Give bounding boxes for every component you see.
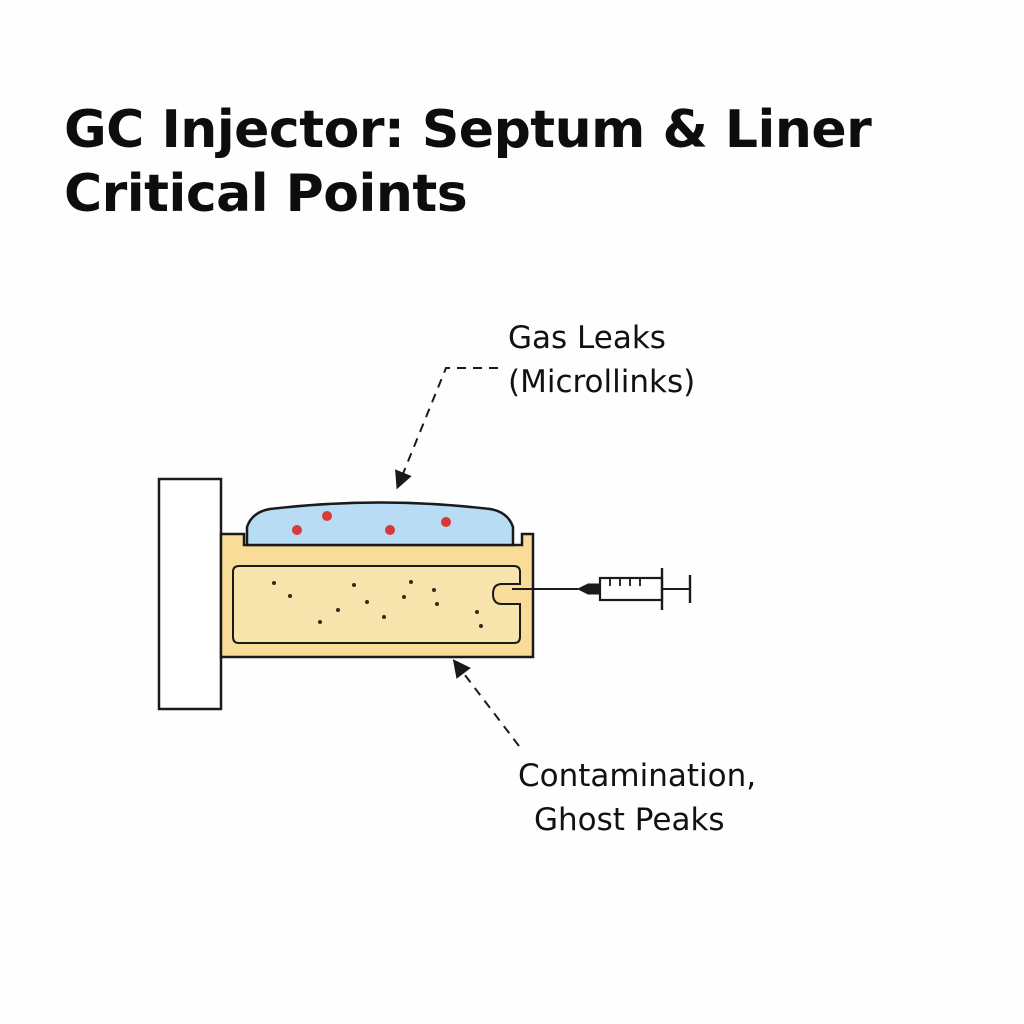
gas-leaks-line-1: Gas Leaks (508, 320, 666, 356)
particle (479, 624, 483, 628)
particle (318, 620, 322, 624)
liner-leader-arrow (452, 659, 520, 747)
particle (475, 610, 479, 614)
gas-leaks-callout: Gas Leaks (Microllinks) (508, 316, 695, 404)
particle (352, 583, 356, 587)
septum (245, 501, 515, 547)
diagram-title: GC Injector: Septum & Liner Critical Poi… (64, 98, 872, 226)
title-line-1: GC Injector: Septum & Liner (64, 100, 872, 160)
particle (402, 595, 406, 599)
mounting-block (157, 477, 223, 711)
leak-dot (292, 525, 302, 535)
contamination-callout: Contamination, Ghost Peaks (518, 754, 756, 842)
particle (409, 580, 413, 584)
contamination-particles (272, 580, 483, 628)
leak-dot (441, 517, 451, 527)
leak-dot (385, 525, 395, 535)
contamination-line-1: Contamination, (518, 758, 757, 794)
particle (435, 602, 439, 606)
liner-chamber (232, 565, 521, 644)
septum-leader-arrow (395, 367, 498, 490)
leak-dot (322, 511, 332, 521)
contamination-line-2: Ghost Peaks (534, 802, 725, 838)
particle (272, 581, 276, 585)
syringe-icon (512, 568, 692, 610)
particle (382, 615, 386, 619)
particle (288, 594, 292, 598)
particle (336, 608, 340, 612)
particle (432, 588, 436, 592)
gas-leaks-line-2: (Microllinks) (508, 364, 696, 400)
particle (365, 600, 369, 604)
title-line-2: Critical Points (64, 164, 468, 224)
